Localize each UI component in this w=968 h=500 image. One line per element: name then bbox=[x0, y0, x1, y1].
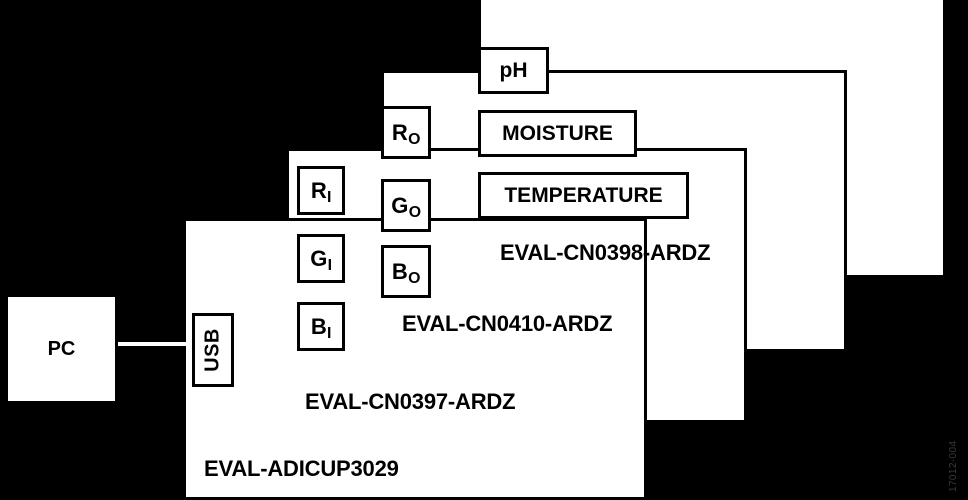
board-cn0410-label: EVAL-CN0410-ARDZ bbox=[402, 311, 613, 336]
chip-moisture-label: MOISTURE bbox=[502, 121, 613, 145]
pc-box[interactable]: PC bbox=[5, 294, 118, 404]
chip-green-input[interactable]: GI bbox=[297, 234, 345, 283]
chip-blue-output[interactable]: BO bbox=[381, 245, 431, 298]
chip-green-output[interactable]: GO bbox=[381, 179, 431, 232]
pc-label: PC bbox=[47, 337, 76, 360]
chip-temperature-sensor[interactable]: TEMPERATURE bbox=[478, 172, 689, 219]
chip-blue-input[interactable]: BI bbox=[297, 302, 345, 351]
pc-usb-wire bbox=[118, 342, 198, 346]
chip-green-output-label: GO bbox=[391, 192, 422, 222]
chip-blue-output-label: BO bbox=[391, 258, 421, 288]
chip-red-input[interactable]: RI bbox=[297, 166, 345, 215]
chip-blue-input-label: BI bbox=[310, 313, 332, 343]
chip-green-input-label: GI bbox=[310, 245, 333, 275]
board-cn0397-label: EVAL-CN0397-ARDZ bbox=[305, 389, 516, 414]
chip-red-input-label: RI bbox=[310, 177, 332, 207]
chip-red-output-label: RO bbox=[391, 119, 421, 149]
chip-ph-sensor[interactable]: pH bbox=[478, 47, 549, 94]
board-cn0398-label: EVAL-CN0398-ARDZ bbox=[500, 240, 711, 265]
board-adicup3029-label: EVAL-ADICUP3029 bbox=[204, 456, 399, 481]
chip-ph-label: pH bbox=[499, 58, 528, 82]
usb-connector[interactable]: USB bbox=[192, 313, 234, 387]
usb-label: USB bbox=[201, 328, 224, 372]
chip-moisture-sensor[interactable]: MOISTURE bbox=[478, 110, 637, 157]
figure-id: 17012-004 bbox=[948, 440, 959, 492]
chip-temperature-label: TEMPERATURE bbox=[504, 183, 663, 207]
chip-red-output[interactable]: RO bbox=[381, 106, 431, 159]
